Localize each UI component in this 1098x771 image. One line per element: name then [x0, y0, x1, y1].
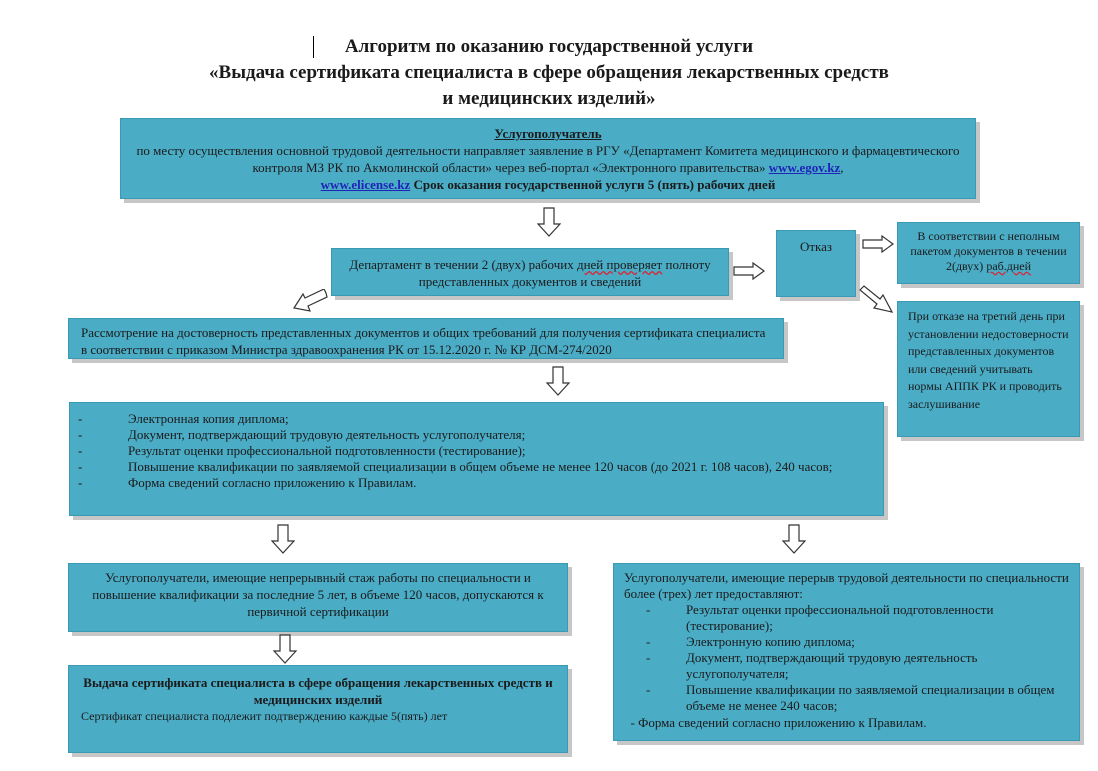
egov-link[interactable]: www.egov.kz	[768, 160, 841, 175]
refusal-label: Отказ	[799, 239, 833, 254]
career-break-last-item: - Форма сведений согласно приложению к П…	[624, 715, 927, 730]
arrow-diagonal-down-left-icon	[293, 289, 328, 312]
list-dash: -	[646, 634, 651, 649]
arrow-down-icon	[271, 524, 295, 554]
arrow-down-icon	[273, 634, 297, 664]
service-recipient-text: по месту осуществления основной трудовой…	[131, 142, 965, 193]
list-item: - Повышение квалификации по заявляемой сп…	[78, 459, 875, 475]
list-item: - Результат оценки профессиональной подго…	[78, 443, 875, 459]
incomplete-package-days: раб.дней	[986, 259, 1032, 273]
box-continuous-experience: Услугополучатели, имеющие непрерывный ст…	[68, 563, 568, 632]
title-line-2: «Выдача сертификата специалиста в сфере …	[209, 62, 889, 83]
list-dash: -	[646, 650, 651, 665]
box-certificate-issue: Выдача сертификата специалиста в сфере о…	[68, 665, 568, 753]
certificate-issue-heading: Выдача сертификата специалиста в сфере о…	[83, 675, 553, 707]
list-item: - Документ, подтверждающий трудовую деят…	[78, 427, 875, 443]
third-day-refusal-text: При отказе на третий день при установлен…	[908, 309, 1069, 411]
review-text: Рассмотрение на достоверность представле…	[81, 325, 766, 357]
box-refusal: Отказ	[776, 230, 856, 297]
arrow-right-icon	[733, 262, 765, 280]
list-dash: -	[78, 475, 83, 490]
list-item-text: Повышение квалификации по заявляемой спе…	[128, 459, 833, 474]
box-review: Рассмотрение на достоверность представле…	[68, 318, 784, 359]
elicense-link[interactable]: www.elicense.kz	[320, 177, 411, 192]
arrow-right-icon	[862, 235, 894, 253]
box-documents-list: - Электронная копия диплома; - Документ, …	[69, 402, 884, 516]
list-dash: -	[78, 411, 83, 426]
list-item-text: Электронную копию диплома;	[686, 634, 855, 649]
list-item-text: Результат оценки профессиональной подгот…	[128, 443, 526, 458]
incomplete-package-text: В соответствии с неполным пакетом докуме…	[910, 229, 1067, 273]
department-check-text-b: полноту представленных документов и свед…	[418, 257, 711, 289]
arrow-down-icon	[546, 366, 570, 396]
list-item-text: Документ, подтверждающий трудовую деятел…	[686, 650, 978, 681]
title-line-3: и медицинских изделий»	[442, 88, 656, 109]
box-department-check: Департамент в течении 2 (двух) рабочих д…	[331, 248, 729, 296]
department-check-text-a: Департамент в течении 2 (двух) рабочих	[349, 257, 577, 272]
list-dash: -	[78, 443, 83, 458]
list-item-text: Повышение квалификации по заявляемой спе…	[686, 682, 1055, 713]
list-item: - Форма сведений согласно приложению к Пр…	[78, 475, 875, 491]
list-item-text: Электронная копия диплома;	[128, 411, 289, 426]
career-break-intro: Услугополучатели, имеющие перерыв трудов…	[624, 570, 1069, 601]
list-item: - Электронную копию диплома;	[624, 634, 1069, 650]
list-item-text: Документ, подтверждающий трудовую деятел…	[128, 427, 526, 442]
service-recipient-body: по месту осуществления основной трудовой…	[136, 143, 960, 175]
arrow-diagonal-down-right-icon	[859, 285, 894, 313]
box-third-day-refusal: При отказе на третий день при установлен…	[897, 301, 1080, 437]
department-check-text-wavy: дней проверяет	[576, 257, 663, 272]
list-dash: -	[78, 459, 83, 474]
list-dash: -	[646, 682, 651, 697]
list-item-text: Форма сведений согласно приложению к Пра…	[128, 475, 417, 490]
list-dash: -	[646, 602, 651, 617]
list-item-text: Результат оценки профессиональной подгот…	[686, 602, 994, 633]
box-incomplete-package: В соответствии с неполным пакетом докуме…	[897, 222, 1080, 284]
box-career-break: Услугополучатели, имеющие перерыв трудов…	[613, 563, 1080, 741]
title-line-1: Алгоритм по оказанию государственной усл…	[344, 36, 754, 57]
link-separator: ,	[840, 160, 844, 175]
list-item: - Электронная копия диплома;	[78, 411, 875, 427]
text-cursor	[313, 36, 314, 58]
list-item: - Результат оценки профессиональной подго…	[624, 602, 1069, 634]
continuous-experience-text: Услугополучатели, имеющие непрерывный ст…	[92, 570, 544, 619]
list-dash: -	[78, 427, 83, 442]
list-item: - Документ, подтверждающий трудовую деяте…	[624, 650, 1069, 682]
page-title: Алгоритм по оказанию государственной усл…	[0, 34, 1098, 112]
service-deadline: Срок оказания государственной услуги 5 (…	[410, 177, 776, 192]
certificate-issue-text: Сертификат специалиста подлежит подтверж…	[81, 709, 448, 723]
list-item: - Повышение квалификации по заявляемой сп…	[624, 682, 1069, 714]
service-recipient-heading: Услугополучатель	[494, 126, 602, 141]
box-service-recipient: Услугополучатель по месту осуществления …	[120, 118, 976, 199]
arrow-down-icon	[782, 524, 806, 554]
arrow-down-icon	[537, 207, 561, 237]
